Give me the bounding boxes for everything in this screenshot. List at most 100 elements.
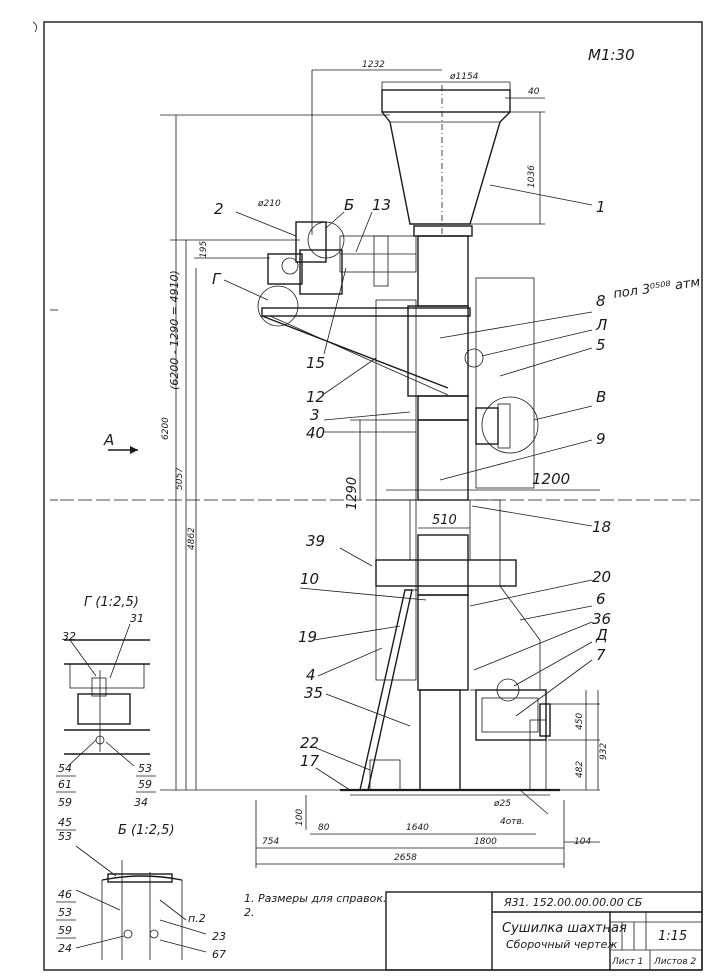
callout-5: 5 <box>596 336 606 354</box>
callout-9: 9 <box>596 430 606 448</box>
svg-text:61: 61 <box>58 778 72 791</box>
svg-text:24: 24 <box>58 942 72 955</box>
nozzle-v <box>475 403 511 449</box>
tb-sheet: Лист 1 <box>611 957 643 967</box>
dim-4862: 4862 <box>187 268 197 790</box>
dim-1290: 1290 <box>345 419 416 510</box>
svg-text:32: 32 <box>62 630 76 643</box>
svg-text:53: 53 <box>58 830 72 843</box>
tb-name-1: Сушилка шахтная <box>502 921 627 936</box>
svg-text:195: 195 <box>199 241 209 258</box>
callout-4: 4 <box>306 666 316 684</box>
svg-text:А: А <box>103 431 114 449</box>
callout-1: 1 <box>596 198 606 216</box>
support-frame <box>340 589 560 796</box>
detail-circle-l <box>464 348 484 368</box>
dim-450-932-482: 450 932 482 <box>548 690 609 791</box>
callouts: 1 2 Б 13 Г 8 Л 5 В 9 18 20 6 36 Д 7 15 1… <box>212 196 701 770</box>
dim-1200: 1200 <box>386 470 600 491</box>
dim-754: 754 <box>255 800 310 868</box>
callout-d: Д <box>595 626 608 644</box>
callout-g: Г <box>212 270 222 288</box>
callout-12: 12 <box>306 388 325 406</box>
svg-text:34: 34 <box>134 796 148 809</box>
callout-22: 22 <box>300 734 319 752</box>
svg-text:59: 59 <box>58 924 72 937</box>
frame-binding-mark <box>32 21 37 33</box>
callout-8: 8 <box>596 292 606 310</box>
svg-text:23: 23 <box>212 930 226 943</box>
svg-text:754: 754 <box>262 837 279 847</box>
dim-104: 104 <box>564 837 600 847</box>
callout-39: 39 <box>306 532 325 550</box>
scale-label: M1:30 <box>588 46 635 64</box>
callout-l: Л <box>595 316 607 334</box>
svg-text:4862: 4862 <box>187 527 197 550</box>
svg-text:100: 100 <box>295 809 305 826</box>
svg-text:53: 53 <box>138 762 152 775</box>
svg-text:1200: 1200 <box>532 470 570 488</box>
note-2: 2. <box>244 906 255 919</box>
callout-6: 6 <box>596 590 606 608</box>
svg-text:932: 932 <box>599 743 609 760</box>
leaders <box>223 184 593 791</box>
svg-text:1800: 1800 <box>474 837 497 847</box>
callout-15: 15 <box>306 354 325 372</box>
dim-1036: 1036 <box>470 111 545 225</box>
shaft-lower <box>375 499 551 791</box>
svg-text:450: 450 <box>575 713 585 730</box>
dim-1640: 1640 <box>346 823 536 835</box>
callout-40: 40 <box>306 424 325 442</box>
note-1: 1. Размеры для справок. <box>244 892 387 905</box>
dim-1154: ø1154 <box>381 72 511 90</box>
detail-circle-d <box>496 678 520 702</box>
callout-7: 7 <box>596 646 606 664</box>
svg-text:59: 59 <box>58 796 72 809</box>
tb-name-2: Сборочный чертеж <box>506 938 617 951</box>
tb-scale: 1:15 <box>658 929 687 944</box>
svg-text:6200: 6200 <box>161 417 171 440</box>
callout-35: 35 <box>304 684 323 702</box>
callout-10: 10 <box>300 570 319 588</box>
shaft-upper <box>375 225 535 501</box>
svg-text:п.2: п.2 <box>188 912 206 925</box>
svg-text:1036: 1036 <box>527 165 537 188</box>
callout-18: 18 <box>592 518 611 536</box>
svg-text:59: 59 <box>138 778 152 791</box>
dim-6200: 6200 (6200 - 1290 = 4910) <box>160 114 390 790</box>
platform <box>257 285 471 396</box>
svg-text:2658: 2658 <box>394 853 417 863</box>
svg-text:31: 31 <box>130 612 144 625</box>
svg-text:53: 53 <box>58 906 72 919</box>
svg-text:482: 482 <box>575 761 585 778</box>
callout-36: 36 <box>592 610 611 628</box>
dim-40: 40 <box>505 87 545 99</box>
dim-510: 510 <box>418 513 470 529</box>
svg-text:80: 80 <box>318 823 330 833</box>
callout-v: В <box>596 388 606 406</box>
svg-text:5057: 5057 <box>175 467 185 490</box>
callout-3: 3 <box>310 406 320 424</box>
frame-border <box>43 21 703 971</box>
svg-text:67: 67 <box>212 948 226 961</box>
detail-b: Б (1:2,5) 45 53 46 53 59 24 п.2 23 67 <box>56 816 226 961</box>
dim-5057: 5057 <box>170 239 300 790</box>
callout-2: 2 <box>214 200 224 218</box>
callout-19: 19 <box>298 628 317 646</box>
dim-100: 100 <box>295 795 307 830</box>
callout-13: 13 <box>372 196 391 214</box>
view-arrow-a: А <box>103 431 138 454</box>
tb-sheets: Листов 2 <box>653 957 696 967</box>
svg-text:1232: 1232 <box>362 60 385 70</box>
svg-text:4отв.: 4отв. <box>500 817 525 827</box>
dim-80: 80 <box>310 823 346 835</box>
dim-195: 195 <box>194 241 270 259</box>
note-pol: пол 3⁰⁵⁰⁸ атм <box>612 275 701 302</box>
notes: 1. Размеры для справок. 2. <box>244 892 387 919</box>
svg-text:1640: 1640 <box>406 823 429 833</box>
callout-b: Б <box>344 196 354 214</box>
svg-text:1290: 1290 <box>345 477 360 510</box>
svg-text:40: 40 <box>528 87 540 97</box>
svg-text:(6200 - 1290 = 4910): (6200 - 1290 = 4910) <box>168 270 181 390</box>
